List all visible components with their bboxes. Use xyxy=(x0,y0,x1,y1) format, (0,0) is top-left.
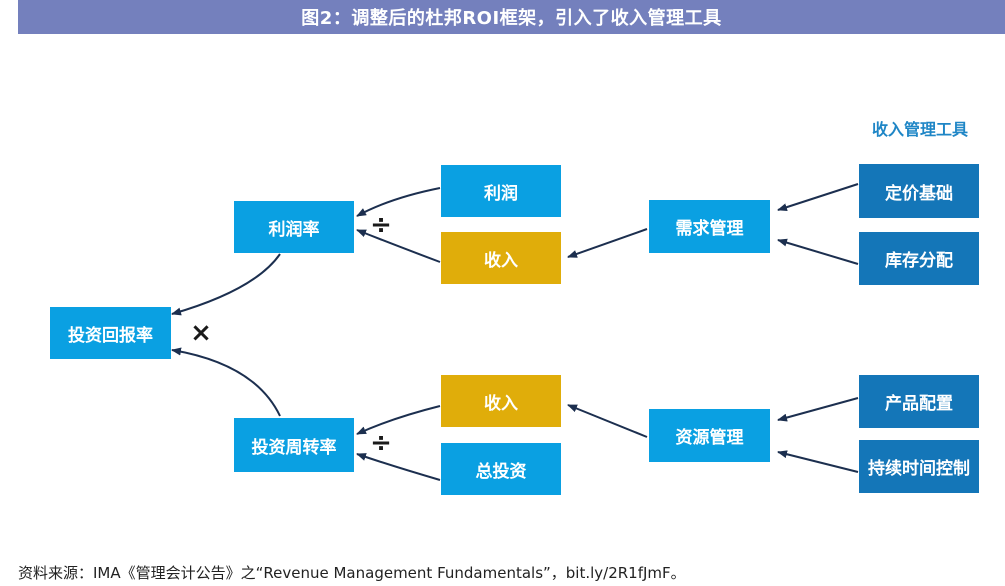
node-inventory: 库存分配 xyxy=(859,232,979,285)
node-revenue-top: 收入 xyxy=(441,232,561,284)
node-demand-management: 需求管理 xyxy=(649,200,770,253)
arrow-pricing-to-demand xyxy=(777,183,859,212)
node-total-investment: 总投资 xyxy=(441,443,561,495)
node-duration-control: 持续时间控制 xyxy=(859,440,979,493)
arrow-inventory-to-demand xyxy=(777,238,859,265)
arrow-revenue-to-margin xyxy=(356,229,441,263)
figure-title: 图2：调整后的杜邦ROI框架，引入了收入管理工具 xyxy=(18,0,1005,34)
section-label-revenue-tools: 收入管理工具 xyxy=(871,120,968,139)
divide-operator-top: ÷ xyxy=(370,210,392,240)
arrow-profit-to-margin xyxy=(356,187,441,217)
source-footnote: 资料来源：IMA《管理会计公告》之“Revenue Management Fun… xyxy=(18,563,686,582)
node-asset-turnover: 投资周转率 xyxy=(234,418,354,472)
node-product-config: 产品配置 xyxy=(859,375,979,428)
node-profit-margin: 利润率 xyxy=(234,201,354,253)
arrow-investment-to-turnover xyxy=(356,453,441,481)
node-pricing: 定价基础 xyxy=(859,164,979,218)
arrow-duration-to-resource xyxy=(777,450,859,473)
divide-operator-bottom: ÷ xyxy=(370,428,392,458)
arrow-demand-to-revenue xyxy=(567,228,648,258)
multiply-operator: × xyxy=(190,318,212,348)
arrow-turnover-to-roi xyxy=(171,347,281,417)
arrow-revenue-to-turnover xyxy=(356,405,441,435)
node-resource-management: 资源管理 xyxy=(649,409,770,462)
node-revenue-bottom: 收入 xyxy=(441,375,561,427)
arrow-resource-to-revenue xyxy=(567,404,648,438)
arrow-margin-to-roi xyxy=(171,253,281,316)
node-profit: 利润 xyxy=(441,165,561,217)
node-roi: 投资回报率 xyxy=(50,307,171,359)
arrow-product-config-to-resource xyxy=(777,397,859,422)
